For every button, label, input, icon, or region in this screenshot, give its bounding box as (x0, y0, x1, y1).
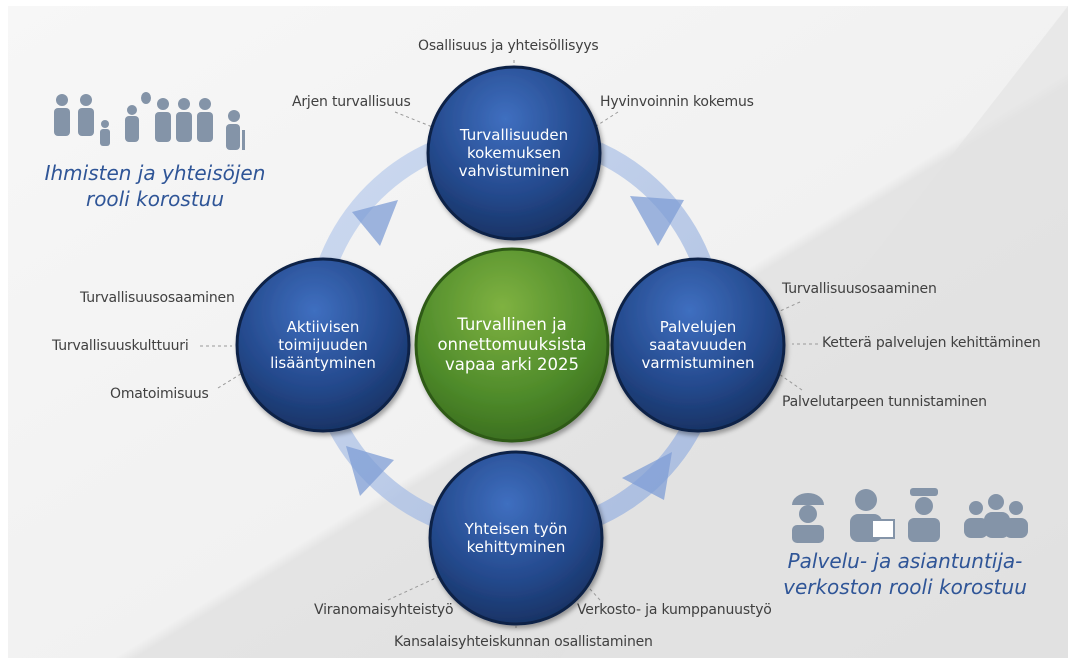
services-icon (792, 488, 1028, 543)
background-diagonal (560, 6, 1068, 658)
node-circle-top (426, 65, 602, 241)
services-slogan: Palvelu- ja asiantuntija- verkoston rool… (783, 549, 1027, 599)
center-label: Turvallinen ja onnettomuuksista vapaa ar… (437, 315, 587, 374)
node-left-label: Aktiivisen toimijuuden lisääntyminen (270, 318, 376, 372)
label-right-2: Ketterä palvelujen kehittäminen (822, 335, 1041, 351)
node-top-label: Turvallisuuden kokemuksen vahvistuminen (458, 126, 570, 180)
label-top-1: Osallisuus ja yhteisöllisyys (418, 38, 599, 54)
people-icon (54, 92, 245, 150)
cycle-arrow-bottom-left (346, 446, 394, 496)
label-right-1: Turvallisuusosaaminen (782, 281, 937, 297)
node-circle-right (610, 257, 786, 433)
node-circle-bottom (428, 450, 604, 626)
node-circle-left (235, 257, 411, 433)
node-bottom-label: Yhteisen työn kehittyminen (464, 520, 568, 556)
cycle-arrow-bottom-right (622, 452, 672, 500)
people-slogan: Ihmisten ja yhteisöjen rooli korostuu (44, 161, 266, 211)
label-top-2: Arjen turvallisuus (292, 94, 411, 110)
label-left-3: Omatoimisuus (110, 386, 209, 402)
center-circle (414, 247, 610, 443)
label-left-1: Turvallisuusosaaminen (80, 290, 235, 306)
label-bottom-1: Viranomaisyhteistyö (314, 602, 454, 618)
cycle-arrow-top-right (630, 196, 684, 246)
node-right-label: Palvelujen saatavuuden varmistuminen (641, 318, 755, 372)
label-left-2: Turvallisuuskulttuuri (52, 338, 189, 354)
label-bottom-2: Verkosto- ja kumppanuustyö (577, 602, 772, 618)
label-right-3: Palvelutarpeen tunnistaminen (782, 394, 987, 410)
cycle-arrow-top-left (352, 200, 398, 246)
label-bottom-3: Kansalaisyhteiskunnan osallistaminen (394, 634, 653, 650)
label-top-3: Hyvinvoinnin kokemus (600, 94, 754, 110)
